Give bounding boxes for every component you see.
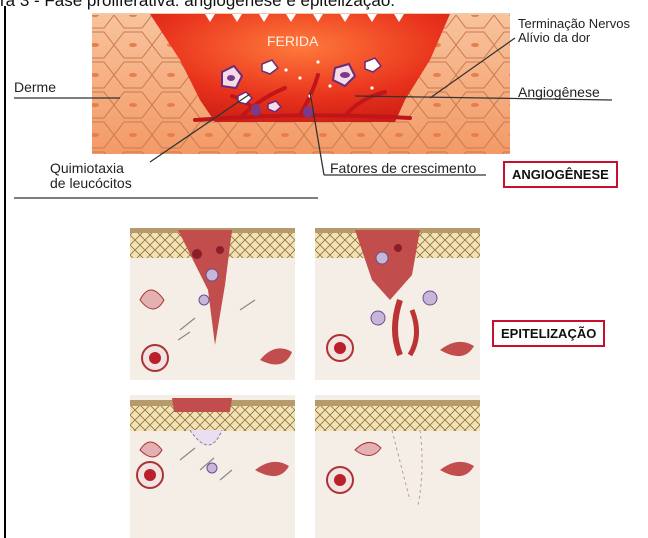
terminacao-label: Terminação Nervos Alívio da dor: [518, 17, 630, 45]
angiogenese-label: Angiogênese: [518, 85, 600, 100]
fatores-label: Fatores de crescimento: [330, 161, 476, 176]
epithelial-panels: [130, 228, 480, 538]
ferida-label: FERIDA: [267, 34, 318, 49]
angiogenese-badge: ANGIOGÊNESE: [503, 161, 618, 188]
epitelizacao-badge: EPITELIZAÇÃO: [492, 320, 605, 347]
panel-2: [315, 228, 480, 380]
quimiotaxia-label: Quimiotaxia de leucócitos: [50, 161, 132, 191]
panel-4: [315, 395, 480, 538]
panel-1: [130, 228, 295, 380]
panel-3: [130, 395, 295, 538]
derme-label: Derme: [14, 80, 56, 95]
